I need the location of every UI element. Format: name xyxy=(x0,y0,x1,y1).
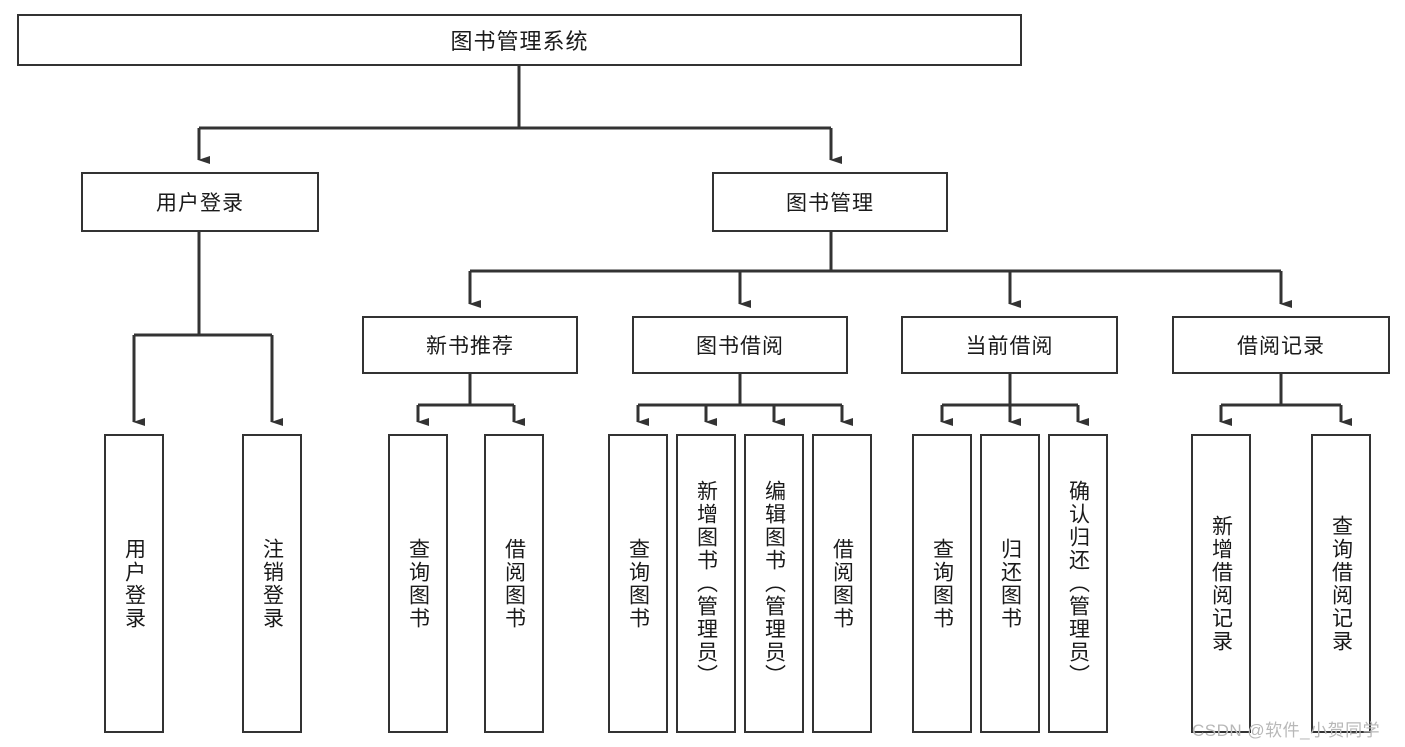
watermark-text: CSDN @软件_小贺同学 xyxy=(1192,721,1381,740)
node-borrow-record-label: 借阅记录 xyxy=(1237,335,1325,358)
node-new-book-recommend-label: 新书推荐 xyxy=(426,335,514,358)
node-book-manage-label: 图书管理 xyxy=(786,192,874,215)
node-leaf-return-book[interactable]: 归还图书 xyxy=(980,434,1040,733)
node-leaf-query-record[interactable]: 查询借阅记录 xyxy=(1311,434,1371,733)
node-root-label: 图书管理系统 xyxy=(450,29,589,54)
node-leaf-borrow-book-2-label: 借阅图书 xyxy=(830,537,854,630)
node-leaf-query-book-2-label: 查询图书 xyxy=(626,537,650,630)
node-current-borrow-label: 当前借阅 xyxy=(965,335,1054,358)
node-book-borrow[interactable]: 图书借阅 xyxy=(632,316,848,374)
node-leaf-borrow-book-2[interactable]: 借阅图书 xyxy=(812,434,872,733)
node-leaf-edit-book[interactable]: 编辑图书（管理员） xyxy=(744,434,804,733)
node-leaf-user-login-label: 用户登录 xyxy=(122,537,146,630)
node-user-login-label: 用户登录 xyxy=(156,192,244,215)
node-leaf-confirm-return[interactable]: 确认归还（管理员） xyxy=(1048,434,1108,733)
node-book-borrow-label: 图书借阅 xyxy=(696,335,784,358)
node-new-book-recommend[interactable]: 新书推荐 xyxy=(362,316,578,374)
node-leaf-return-book-label: 归还图书 xyxy=(998,537,1022,630)
node-leaf-user-login[interactable]: 用户登录 xyxy=(104,434,164,733)
node-root[interactable]: 图书管理系统 xyxy=(17,14,1022,66)
node-user-login[interactable]: 用户登录 xyxy=(81,172,319,232)
node-leaf-query-book-3[interactable]: 查询图书 xyxy=(912,434,972,733)
node-leaf-query-book-3-label: 查询图书 xyxy=(930,537,954,630)
node-current-borrow[interactable]: 当前借阅 xyxy=(901,316,1118,374)
node-leaf-query-book-1-label: 查询图书 xyxy=(406,537,430,630)
node-leaf-borrow-book-1[interactable]: 借阅图书 xyxy=(484,434,544,733)
node-borrow-record[interactable]: 借阅记录 xyxy=(1172,316,1390,374)
node-leaf-query-record-label: 查询借阅记录 xyxy=(1329,514,1353,653)
node-leaf-add-book-label: 新增图书（管理员） xyxy=(694,480,718,687)
node-leaf-add-book[interactable]: 新增图书（管理员） xyxy=(676,434,736,733)
node-book-manage[interactable]: 图书管理 xyxy=(712,172,948,232)
node-leaf-add-record[interactable]: 新增借阅记录 xyxy=(1191,434,1251,733)
node-leaf-query-book-2[interactable]: 查询图书 xyxy=(608,434,668,733)
node-leaf-borrow-book-1-label: 借阅图书 xyxy=(502,537,526,630)
node-leaf-confirm-return-label: 确认归还（管理员） xyxy=(1066,480,1090,687)
node-leaf-edit-book-label: 编辑图书（管理员） xyxy=(762,480,786,687)
node-leaf-add-record-label: 新增借阅记录 xyxy=(1209,514,1233,653)
node-leaf-logout-login-label: 注销登录 xyxy=(260,537,284,630)
node-leaf-query-book-1[interactable]: 查询图书 xyxy=(388,434,448,733)
node-leaf-logout-login[interactable]: 注销登录 xyxy=(242,434,302,733)
